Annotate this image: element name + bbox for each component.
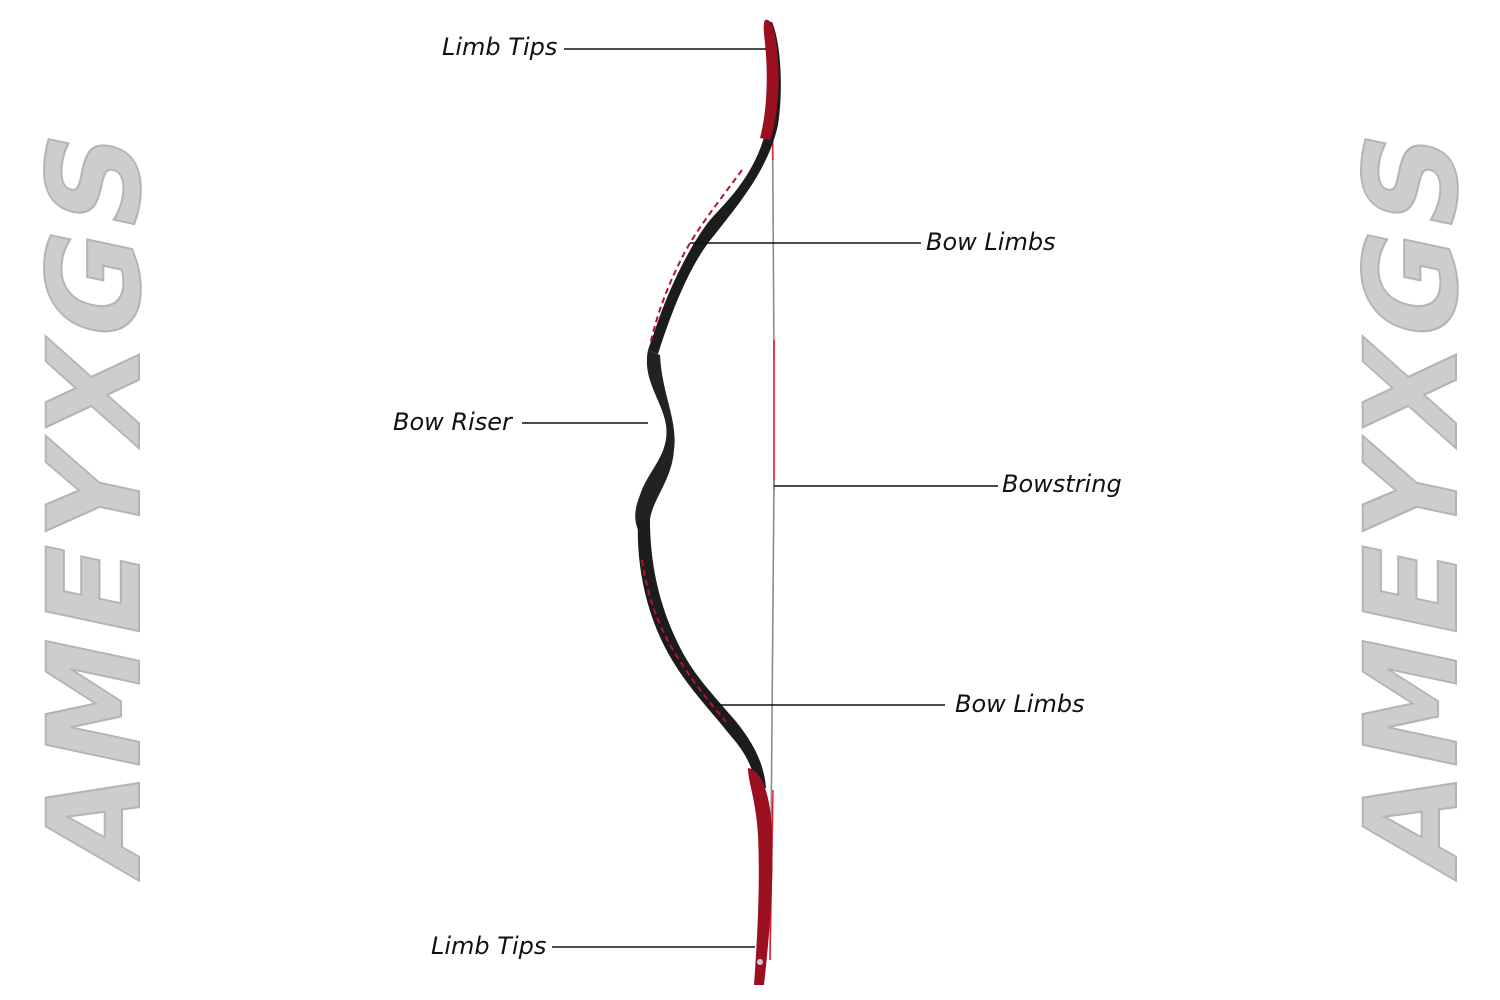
- upper-limb-tip: [760, 19, 779, 141]
- bow-riser: [635, 350, 675, 530]
- lower-nock: [757, 959, 763, 965]
- label-bow-limbs-top: Bow Limbs: [926, 228, 1056, 256]
- upper-limb: [648, 22, 781, 354]
- lower-limb-tip: [748, 768, 773, 985]
- bow-body: [635, 19, 781, 985]
- label-bow-limbs-bottom: Bow Limbs: [955, 690, 1085, 718]
- upper-limb-binding: [649, 169, 743, 346]
- label-bow-riser: Bow Riser: [393, 408, 512, 436]
- label-limb-tips-bottom: Limb Tips: [431, 932, 547, 960]
- label-limb-tips-top: Limb Tips: [442, 33, 558, 61]
- lower-limb: [637, 520, 766, 790]
- label-bowstring: Bowstring: [1002, 470, 1122, 498]
- lower-limb-binding: [641, 559, 727, 723]
